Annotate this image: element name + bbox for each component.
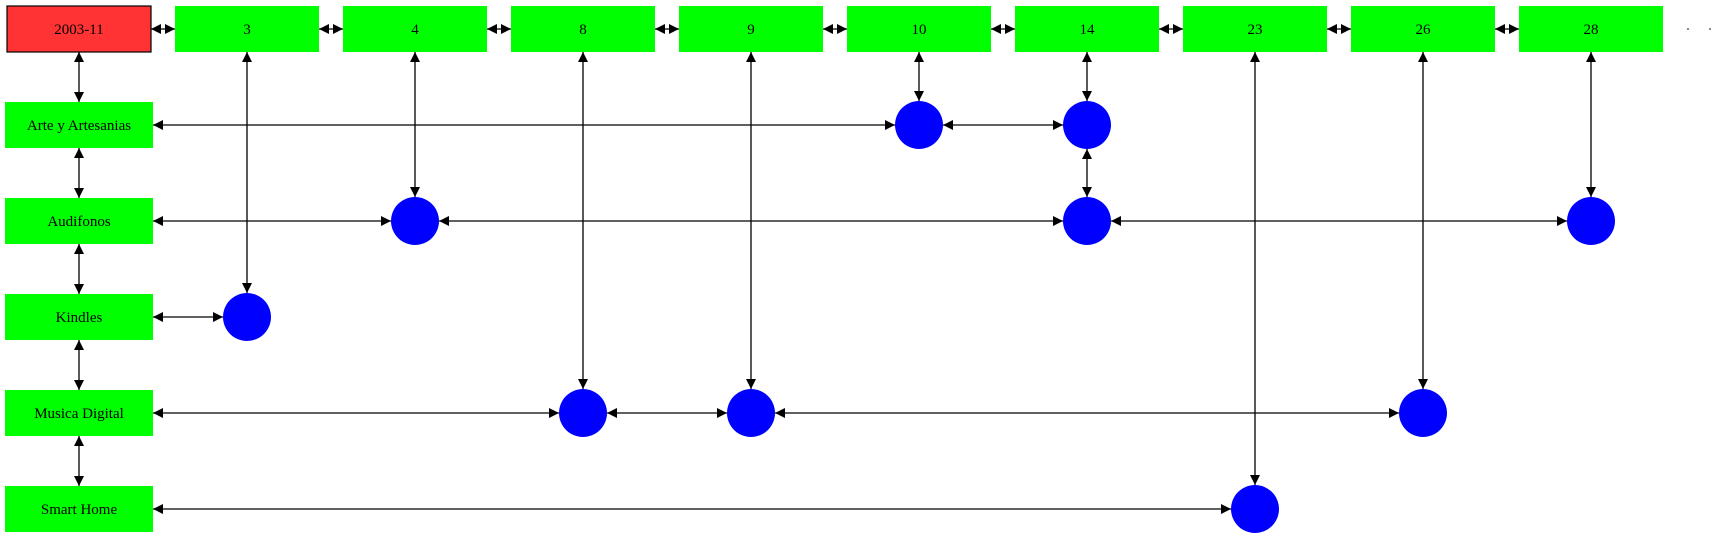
- day-node-9-label: 9: [747, 22, 755, 38]
- day-node-4-box: [343, 6, 487, 52]
- day-node-4-label: 4: [411, 22, 419, 38]
- category-node-kindles-box: [5, 294, 153, 340]
- day-node-14-label: 14: [1080, 22, 1096, 38]
- category-node-smart-home-label: Smart Home: [41, 502, 118, 518]
- event-node: [1063, 197, 1111, 245]
- category-node-audifonos: Audifonos: [5, 198, 153, 244]
- day-node-10-box: [847, 6, 991, 52]
- day-node-3: 3: [175, 6, 319, 52]
- day-node-28-label: 28: [1584, 22, 1599, 38]
- category-node-kindles: Kindles: [5, 294, 153, 340]
- day-node-28-box: [1519, 6, 1663, 52]
- category-node-arte-y-artesanias: Arte y Artesanias: [5, 102, 153, 148]
- category-node-arte-y-artesanias-box: [5, 102, 153, 148]
- day-node-14-box: [1015, 6, 1159, 52]
- day-node-9-box: [679, 6, 823, 52]
- day-node-28: 28: [1519, 6, 1663, 52]
- day-node-9: 9: [679, 6, 823, 52]
- day-node-10: 10: [847, 6, 991, 52]
- event-node: [223, 293, 271, 341]
- origin-node-label: 2003-11: [54, 22, 103, 38]
- day-node-8-label: 8: [579, 22, 587, 38]
- day-node-10-label: 10: [912, 22, 927, 38]
- event-node: [1567, 197, 1615, 245]
- day-node-14: 14: [1015, 6, 1159, 52]
- origin-node-box: [6, 5, 152, 53]
- origin-node: 2003-11: [6, 5, 152, 53]
- day-node-8: 8: [511, 6, 655, 52]
- category-node-audifonos-box: [5, 198, 153, 244]
- day-node-23: 23: [1183, 6, 1327, 52]
- event-node: [391, 197, 439, 245]
- day-node-26-box: [1351, 6, 1495, 52]
- category-node-musica-digital-label: Musica Digital: [34, 406, 124, 422]
- event-node: [727, 389, 775, 437]
- category-node-arte-y-artesanias-label: Arte y Artesanias: [27, 118, 131, 134]
- category-node-smart-home-box: [5, 486, 153, 532]
- day-node-3-box: [175, 6, 319, 52]
- day-node-8-box: [511, 6, 655, 52]
- category-node-smart-home: Smart Home: [5, 486, 153, 532]
- category-node-musica-digital-box: [5, 390, 153, 436]
- day-node-3-label: 3: [243, 22, 251, 38]
- category-node-audifonos-label: Audifonos: [47, 214, 110, 230]
- day-node-23-box: [1183, 6, 1327, 52]
- continuation-dots: [1687, 28, 1711, 30]
- day-node-26-label: 26: [1416, 22, 1432, 38]
- day-node-4: 4: [343, 6, 487, 52]
- day-node-23-label: 23: [1248, 22, 1263, 38]
- category-node-kindles-label: Kindles: [56, 310, 103, 326]
- category-node-musica-digital: Musica Digital: [5, 390, 153, 436]
- event-node: [1063, 101, 1111, 149]
- event-node: [1399, 389, 1447, 437]
- edges-layer: [74, 24, 1596, 514]
- event-node: [1231, 485, 1279, 533]
- event-node: [895, 101, 943, 149]
- day-node-26: 26: [1351, 6, 1495, 52]
- event-node: [559, 389, 607, 437]
